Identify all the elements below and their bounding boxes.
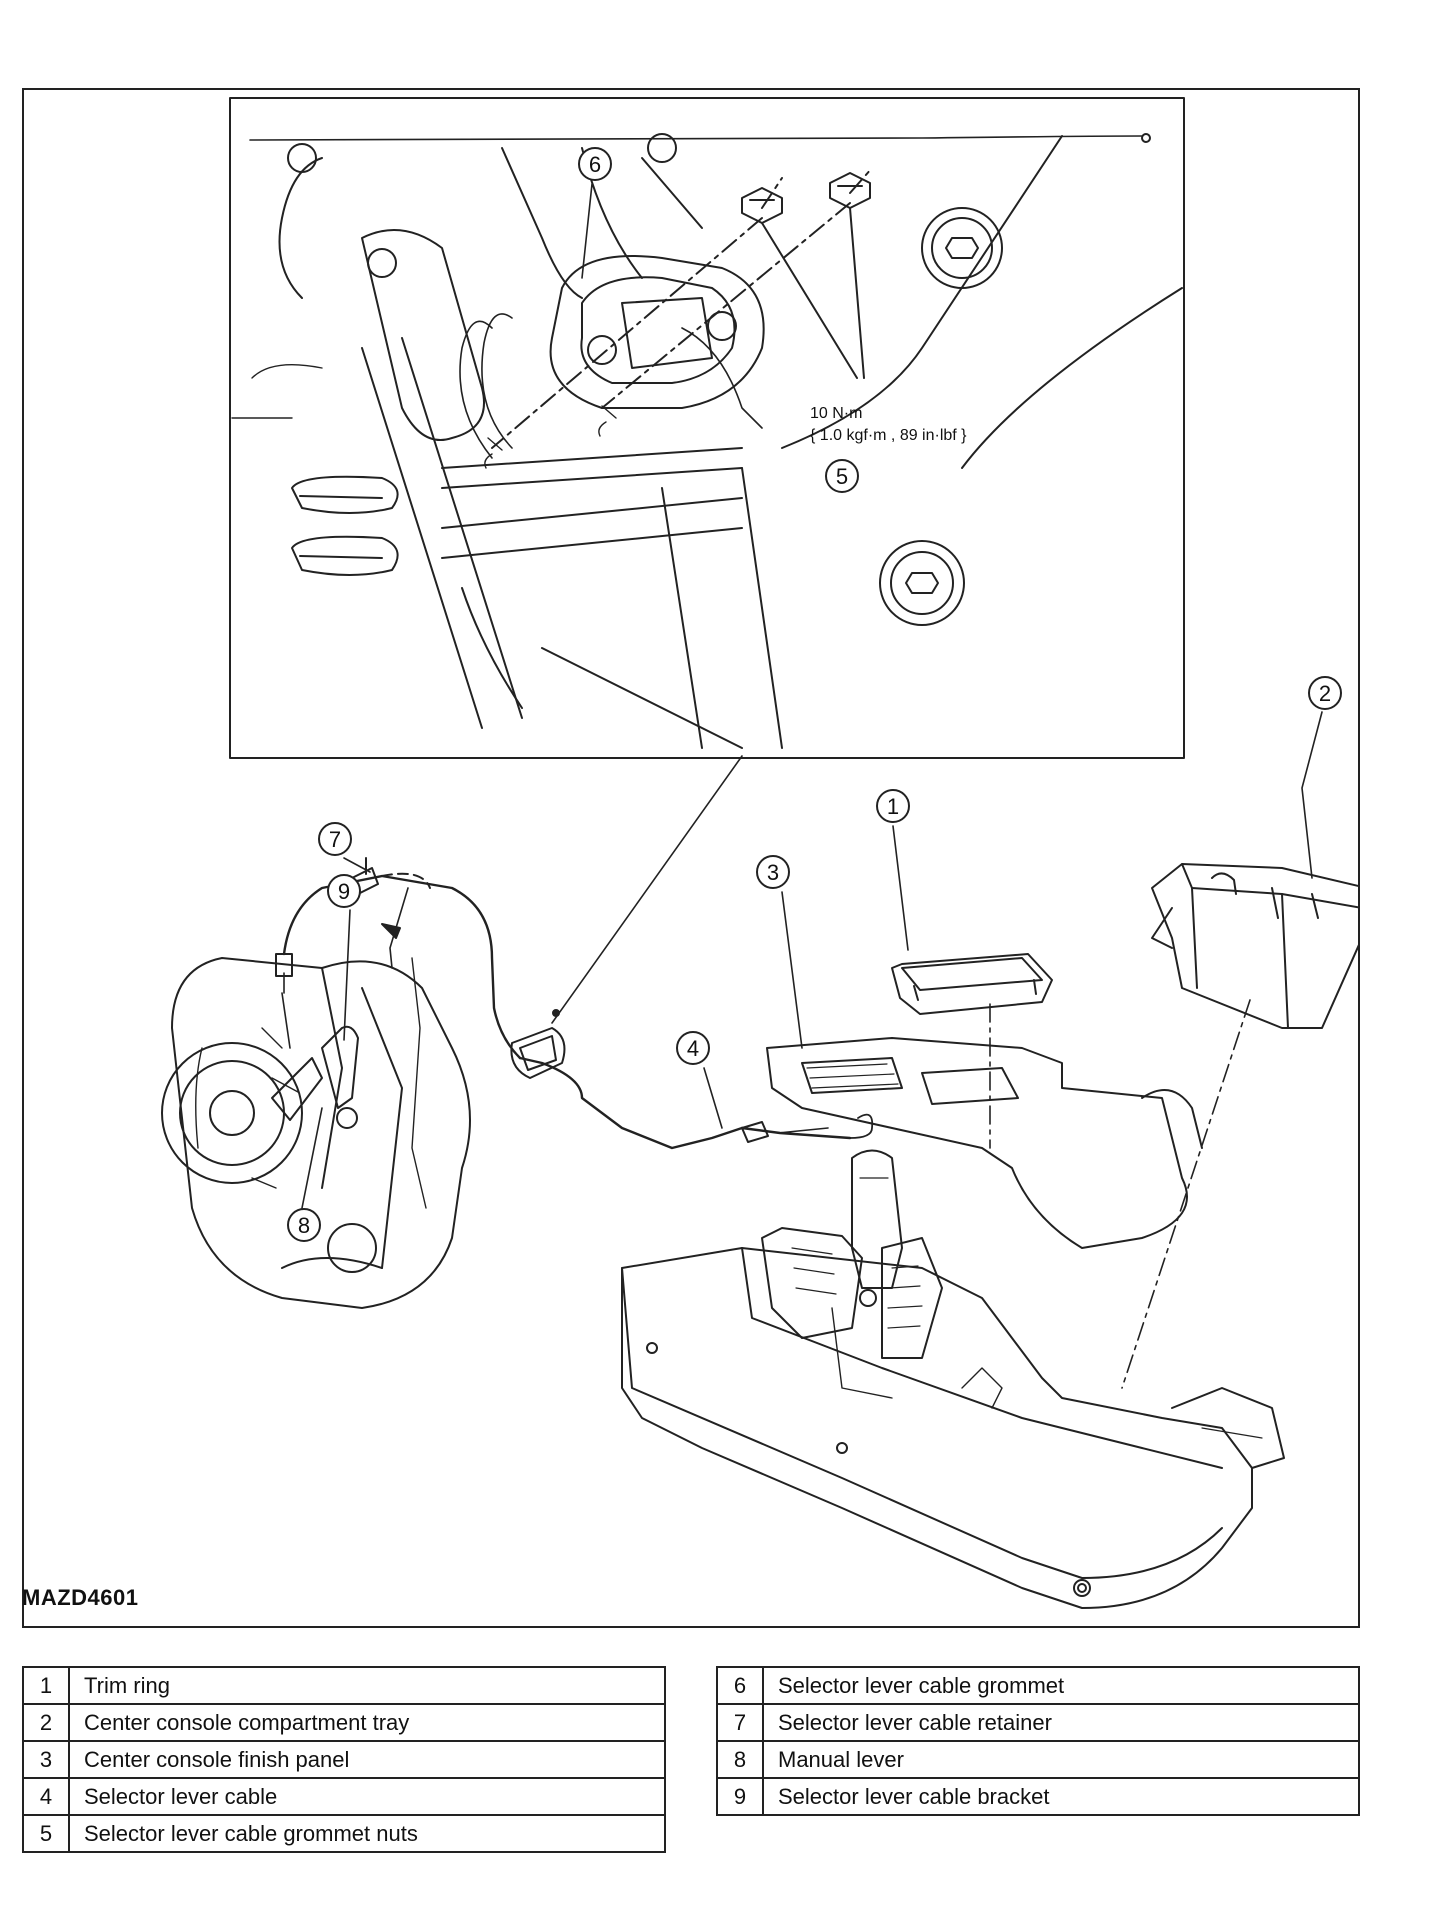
legend-label: Selector lever cable bracket <box>762 1777 1360 1816</box>
callout-6: 6 <box>578 147 612 181</box>
compartment-tray <box>1151 863 1360 1029</box>
diagram-code: MAZD4601 <box>22 1585 139 1610</box>
legend-label: Trim ring <box>68 1666 666 1705</box>
torque-spec-nm: 10 N·m <box>810 405 862 422</box>
legend-number: 5 <box>22 1814 70 1853</box>
svg-text:5: 5 <box>836 464 848 489</box>
callout-9: 9 <box>327 874 361 908</box>
legend-label: Selector lever cable <box>68 1777 666 1816</box>
center-console <box>621 1149 1285 1609</box>
legend-number: 4 <box>22 1777 70 1816</box>
grommet-nut-left <box>741 187 783 224</box>
transaxle-assembly <box>161 857 522 1309</box>
callout-3: 3 <box>756 855 790 889</box>
legend-table-left: 1 Trim ring 2 Center console compartment… <box>22 1666 666 1853</box>
legend-label: Center console finish panel <box>68 1740 666 1779</box>
callout-1: 1 <box>876 789 910 823</box>
legend-label: Center console compartment tray <box>68 1703 666 1742</box>
legend-label: Manual lever <box>762 1740 1360 1779</box>
callout-4: 4 <box>676 1031 710 1065</box>
svg-text:2: 2 <box>1319 681 1331 706</box>
torque-spec-alt: { 1.0 kgf·m , 89 in·lbf } <box>810 427 967 444</box>
svg-text:7: 7 <box>329 827 341 852</box>
legend-number: 7 <box>716 1703 764 1742</box>
callout-7: 7 <box>318 822 352 856</box>
selector-cable <box>510 1009 874 1150</box>
svg-text:9: 9 <box>338 879 350 904</box>
legend-row: 8 Manual lever <box>716 1740 1360 1779</box>
legend-number: 3 <box>22 1740 70 1779</box>
svg-text:3: 3 <box>767 860 779 885</box>
callout-5: 5 <box>825 459 859 493</box>
legend-row: 7 Selector lever cable retainer <box>716 1703 1360 1742</box>
legend-row: 9 Selector lever cable bracket <box>716 1777 1360 1816</box>
legend-row: 4 Selector lever cable <box>22 1777 666 1816</box>
finish-panel <box>766 1037 1203 1249</box>
legend-number: 1 <box>22 1666 70 1705</box>
diagram-frame <box>22 88 1360 1628</box>
legend-row: 1 Trim ring <box>22 1666 666 1705</box>
legend-number: 2 <box>22 1703 70 1742</box>
callout-8: 8 <box>287 1208 321 1242</box>
svg-text:8: 8 <box>298 1213 310 1238</box>
legend-number: 9 <box>716 1777 764 1816</box>
legend-row: 2 Center console compartment tray <box>22 1703 666 1742</box>
mount-bolt-lower <box>879 540 965 626</box>
legend-table-right: 6 Selector lever cable grommet 7 Selecto… <box>716 1666 1360 1816</box>
legend-row: 3 Center console finish panel <box>22 1740 666 1779</box>
legend-label: Selector lever cable retainer <box>762 1703 1360 1742</box>
legend-label: Selector lever cable grommet nuts <box>68 1814 666 1853</box>
mount-bolt-upper <box>921 207 1003 289</box>
legend-row: 5 Selector lever cable grommet nuts <box>22 1814 666 1853</box>
legend-row: 6 Selector lever cable grommet <box>716 1666 1360 1705</box>
grommet-nut-right <box>829 172 871 209</box>
legend-number: 8 <box>716 1740 764 1779</box>
svg-text:4: 4 <box>687 1036 699 1061</box>
legend-label: Selector lever cable grommet <box>762 1666 1360 1705</box>
callout-2: 2 <box>1308 676 1342 710</box>
inset-detail <box>229 97 1185 1024</box>
trim-ring <box>891 953 1053 1015</box>
legend-number: 6 <box>716 1666 764 1705</box>
exploded-view-diagram: 1 2 3 4 5 6 7 8 <box>161 97 1360 1609</box>
svg-text:6: 6 <box>589 152 601 177</box>
cable-grommet <box>549 255 765 409</box>
svg-text:1: 1 <box>887 794 899 819</box>
